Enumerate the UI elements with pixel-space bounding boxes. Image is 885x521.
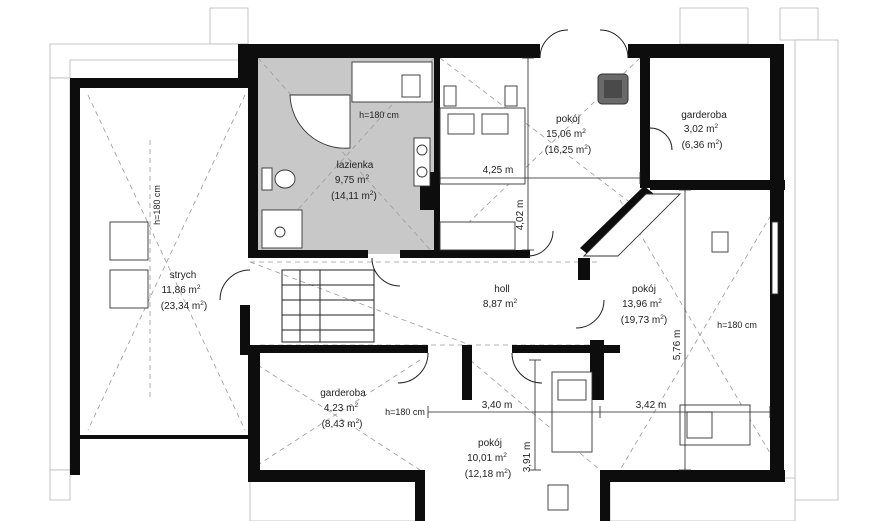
svg-text:(16,25 m2): (16,25 m2): [545, 144, 591, 156]
doors: [219, 29, 673, 384]
room-area: 8,87 m: [483, 299, 514, 310]
room-gross-area: (23,34 m: [161, 301, 200, 312]
room-label-holl: holl 8,87 m2: [483, 284, 518, 310]
height-label-garderoba: h=180 cm: [385, 407, 425, 417]
svg-text:10,01 m2: 10,01 m2: [467, 452, 507, 464]
svg-text:3,02 m2: 3,02 m2: [684, 123, 719, 135]
height-label-strych: h=180 cm: [152, 185, 162, 225]
room-area: 15,06 m: [546, 129, 582, 140]
svg-text:(19,73 m2): (19,73 m2): [621, 314, 667, 326]
room-name: holl: [494, 284, 510, 295]
dimension-label-342: 3,42 m: [636, 400, 667, 411]
room-area: 13,96 m: [622, 299, 658, 310]
svg-text:(8,43 m2): (8,43 m2): [322, 418, 363, 430]
room-gross-area: (6,36 m: [682, 140, 716, 151]
svg-text:9,75 m2: 9,75 m2: [335, 174, 370, 186]
svg-text:(12,18 m2): (12,18 m2): [465, 468, 511, 480]
stairs: [281, 269, 375, 343]
room-name: łazienka: [337, 160, 374, 171]
height-label-right: h=180 cm: [717, 320, 757, 330]
room-area: 10,01 m: [467, 453, 503, 464]
dimension-label-402: 4,02 m: [515, 200, 526, 231]
bedroom-furniture: [109, 73, 779, 511]
room-name: garderoba: [320, 388, 366, 399]
room-name: pokój: [478, 438, 502, 449]
walls: [70, 44, 785, 521]
svg-text:15,06 m2: 15,06 m2: [546, 128, 586, 140]
svg-text:(14,11 m2): (14,11 m2): [331, 190, 377, 202]
room-label-strych: strych 11,86 m2 (23,34 m2): [161, 270, 207, 312]
room-label-garderoba-bottom: garderoba 4,23 m2 (8,43 m2): [320, 388, 366, 430]
room-gross-area: (14,11 m: [331, 191, 370, 202]
svg-text:11,86 m2: 11,86 m2: [161, 284, 200, 296]
room-name: garderoba: [681, 110, 727, 121]
room-gross-area: (12,18 m: [465, 469, 504, 480]
dimension-lines: [427, 57, 771, 471]
svg-text:(6,36 m2): (6,36 m2): [682, 139, 723, 151]
room-label-garderoba-top: garderoba 3,02 m2 (6,36 m2): [681, 110, 727, 151]
room-area: 11,86 m: [161, 285, 196, 296]
room-label-pokoj-right: pokój 13,96 m2 (19,73 m2): [621, 284, 667, 326]
dimension-label-425: 4,25 m: [483, 165, 514, 176]
room-name: strych: [170, 270, 197, 281]
height-label-bath: h=180 cm: [359, 110, 399, 120]
svg-text:8,87 m2: 8,87 m2: [483, 298, 518, 310]
room-label-pokoj-top: pokój 15,06 m2 (16,25 m2): [545, 114, 591, 156]
svg-text:13,96 m2: 13,96 m2: [622, 298, 662, 310]
dimension-label-576: 5,76 m: [672, 330, 683, 361]
dimension-label-340: 3,40 m: [482, 400, 513, 411]
room-area: 4,23 m: [324, 403, 355, 414]
room-label-pokoj-bottom: pokój 10,01 m2 (12,18 m2): [465, 438, 511, 480]
roof-eaves: [49, 7, 839, 521]
bathroom-fixtures: [261, 61, 433, 249]
svg-text:4,23 m2: 4,23 m2: [324, 402, 359, 414]
room-gross-area: (19,73 m: [621, 315, 660, 326]
room-name: pokój: [632, 284, 656, 295]
svg-text:(23,34 m2): (23,34 m2): [161, 300, 207, 312]
room-name: pokój: [556, 114, 580, 125]
room-gross-area: (8,43 m: [322, 419, 356, 430]
room-area: 9,75 m: [335, 175, 366, 186]
room-label-lazienka: łazienka 9,75 m2 (14,11 m2): [331, 160, 377, 202]
dimension-label-391: 3,91 m: [522, 442, 533, 473]
room-gross-area: (16,25 m: [545, 145, 584, 156]
room-area: 3,02 m: [684, 124, 715, 135]
